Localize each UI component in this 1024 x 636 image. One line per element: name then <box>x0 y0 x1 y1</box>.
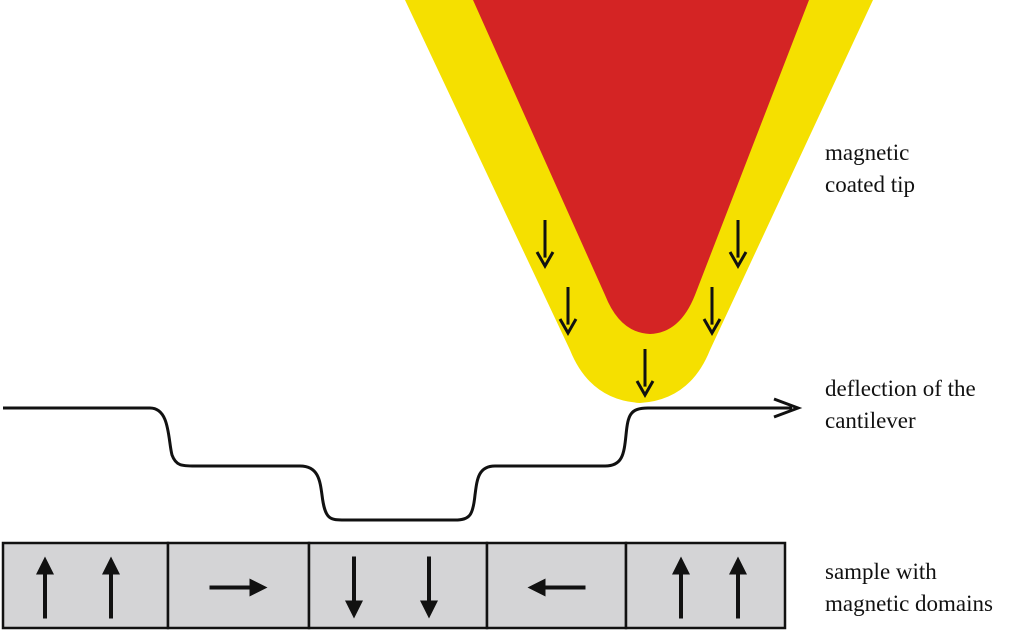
label-magnetic-coated-tip: magnetic coated tip <box>825 137 915 201</box>
arrow-up-icon <box>729 556 747 619</box>
arrow-down-icon <box>535 220 555 270</box>
tip-magnetization-arrows <box>535 220 748 399</box>
magnetic-domain <box>485 541 628 630</box>
deflection-trace <box>3 406 792 522</box>
arrow-down-icon <box>702 287 722 337</box>
label-line: sample with <box>825 559 937 584</box>
label-line: deflection of the <box>825 376 976 401</box>
label-deflection-of-cantilever: deflection of the cantilever <box>825 373 976 437</box>
deflection-arrowhead <box>773 397 803 419</box>
magnetic-domain <box>624 541 787 630</box>
arrow-right-icon <box>209 578 268 597</box>
arrow-up-icon <box>36 556 54 619</box>
arrow-down-icon <box>345 556 363 619</box>
sample-strip <box>1 541 787 630</box>
arrow-down-icon <box>728 220 748 270</box>
label-line: magnetic <box>825 140 910 165</box>
arrow-down-icon <box>420 556 438 619</box>
label-line: cantilever <box>825 408 916 433</box>
arrow-up-icon <box>102 556 120 619</box>
label-line: magnetic domains <box>825 591 993 616</box>
tip-core <box>473 0 809 334</box>
arrow-up-icon <box>672 556 690 619</box>
magnetic-domain <box>307 541 489 630</box>
label-sample-with-magnetic-domains: sample with magnetic domains <box>825 556 993 620</box>
arrow-left-icon <box>527 578 586 597</box>
arrow-down-icon <box>635 349 655 399</box>
magnetic-domain <box>166 541 311 630</box>
label-line: coated tip <box>825 172 916 197</box>
magnetic-domain <box>1 541 170 630</box>
arrow-down-icon <box>558 287 578 337</box>
